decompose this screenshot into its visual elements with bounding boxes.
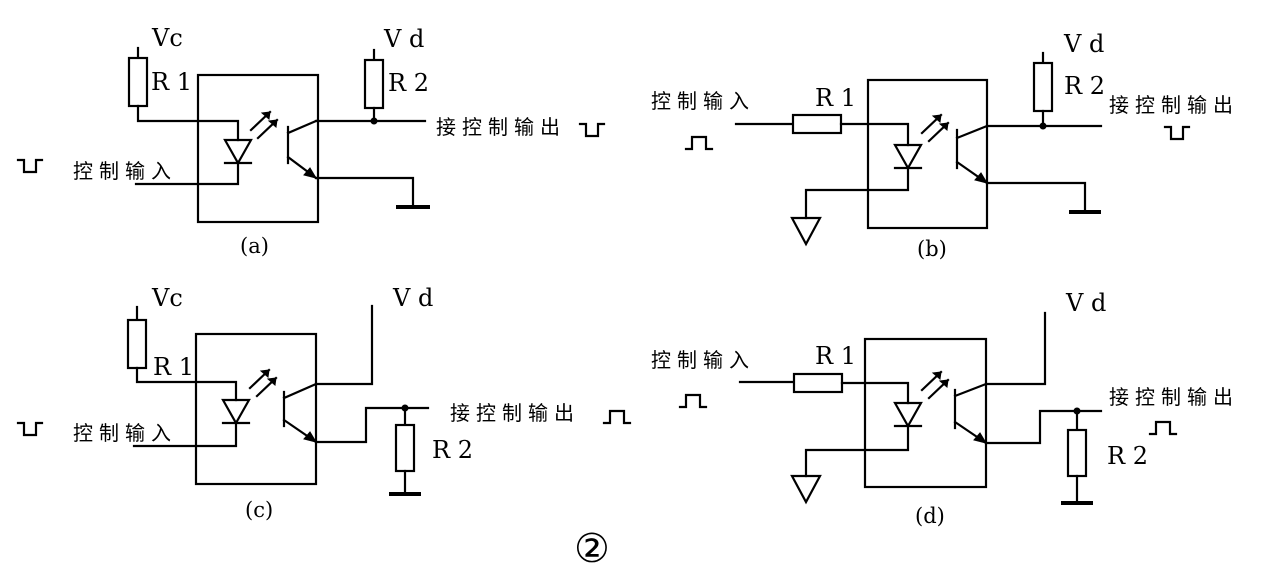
vd-label-a: V d — [383, 25, 424, 53]
input-waveform-a — [16, 158, 44, 174]
resistor-r2-d — [1066, 428, 1088, 478]
r2-label-b: R 2 — [1064, 72, 1105, 100]
led-b — [893, 143, 923, 171]
phototransistor-b — [955, 124, 989, 185]
output-waveform-c — [602, 409, 632, 425]
resistor-r1-c — [126, 318, 148, 370]
resistor-r2-b — [1032, 61, 1054, 113]
control-output-label-d: 接控制输出 — [1109, 385, 1239, 409]
control-input-label-d: 控制输入 — [651, 348, 755, 372]
circuit-b: 控制输入 R 1 V d R 2 接控制输出 (b) — [651, 30, 1239, 261]
vc-label-a: Vc — [151, 24, 183, 52]
r1-label-c: R 1 — [153, 353, 194, 381]
resistor-r1-d — [792, 372, 844, 394]
r1-label-d: R 1 — [815, 342, 856, 370]
r1-label-a: R 1 — [151, 68, 192, 96]
led-c — [221, 398, 251, 426]
vd-label-b: V d — [1063, 30, 1104, 58]
caption-d: (d) — [915, 504, 945, 528]
ground-b — [790, 216, 822, 247]
vd-label-d: V d — [1065, 289, 1106, 317]
input-waveform-c — [16, 421, 44, 437]
phototransistor-d — [953, 382, 988, 445]
output-waveform-a — [578, 122, 606, 138]
r1-label-b: R 1 — [815, 84, 856, 112]
optocoupler-box-a — [196, 73, 320, 224]
led-a — [223, 138, 253, 166]
control-input-label-c: 控制输入 — [73, 421, 177, 445]
vc-label-c: Vc — [151, 284, 183, 312]
control-output-label-a: 接控制输出 — [436, 115, 566, 139]
circuit-a: Vc R 1 V d R 2 控制输入 接控制输出 (a) — [16, 24, 606, 258]
optocoupler-box-d — [863, 337, 988, 489]
circuit-c: Vc R 1 V d R 2 控制输入 接控制输出 (c) — [16, 284, 632, 522]
control-output-label-b: 接控制输出 — [1109, 93, 1239, 117]
caption-a: (a) — [240, 234, 269, 258]
control-input-label-a: 控制输入 — [73, 159, 177, 183]
caption-c: (c) — [245, 498, 273, 522]
input-waveform-b — [684, 135, 714, 151]
optocoupler-box-b — [866, 78, 989, 230]
resistor-r1-a — [127, 56, 149, 108]
led-d — [893, 401, 923, 429]
control-output-label-c: 接控制输出 — [450, 401, 580, 425]
phototransistor-a — [286, 119, 318, 180]
optocoupler-box-c — [194, 332, 318, 486]
figure-number: ② — [574, 526, 610, 572]
output-waveform-b — [1163, 125, 1191, 141]
output-waveform-d — [1148, 420, 1178, 436]
r2-label-d: R 2 — [1107, 442, 1148, 470]
resistor-r2-c — [394, 423, 416, 473]
vd-label-c: V d — [392, 284, 433, 312]
circuit-d: 控制输入 R 1 V d R 2 接控制输出 (d) — [651, 289, 1239, 528]
caption-b: (b) — [917, 237, 947, 261]
r2-label-c: R 2 — [432, 436, 473, 464]
resistor-r2-a — [363, 58, 385, 110]
resistor-r1-b — [791, 113, 843, 135]
control-input-label-b: 控制输入 — [651, 89, 755, 113]
input-waveform-d — [678, 393, 708, 409]
ground-d — [790, 474, 822, 505]
r2-label-a: R 2 — [388, 69, 429, 97]
